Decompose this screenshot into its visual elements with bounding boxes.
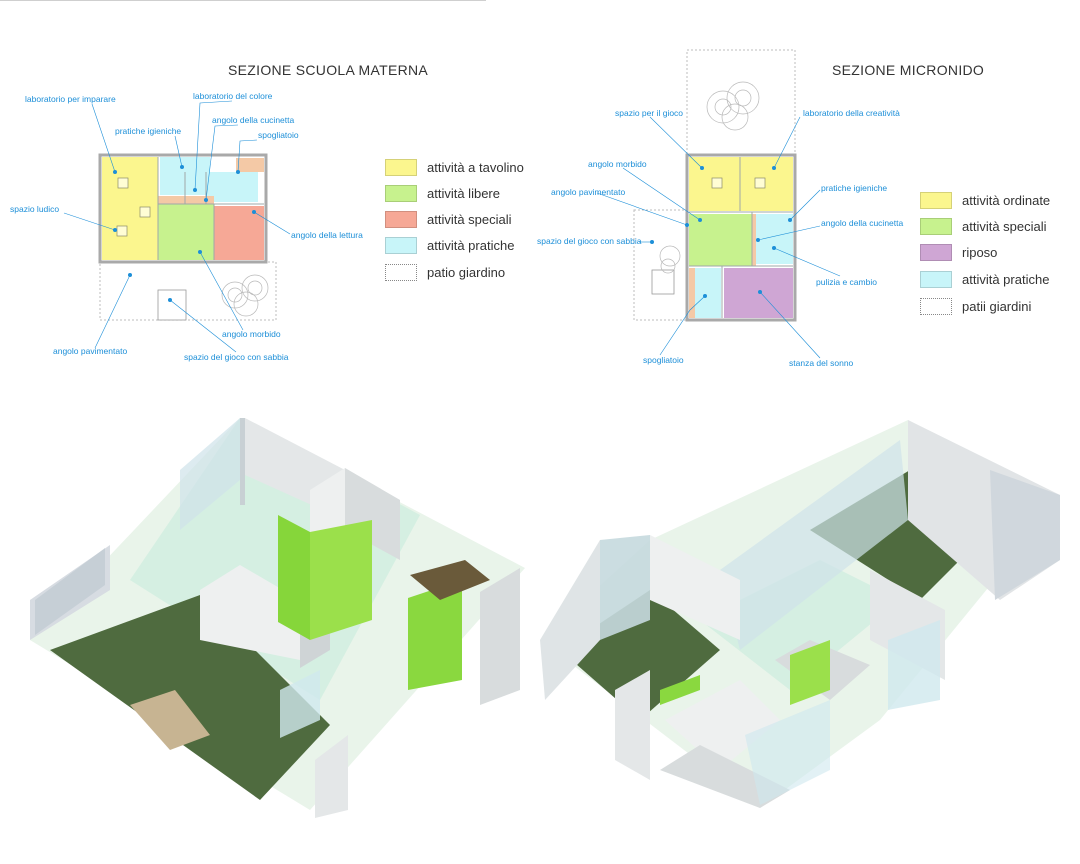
legend-swatch <box>920 217 952 235</box>
materna-tree-icon <box>221 274 269 317</box>
legend-swatch <box>920 243 952 261</box>
micronido-patio-left <box>633 209 688 321</box>
micronido-tree-icon-2 <box>659 245 681 274</box>
materna-patio <box>99 261 277 321</box>
ann-pratiche-igieniche: pratiche igieniche <box>821 183 888 193</box>
materna-sandbox <box>157 289 187 321</box>
ann-spogliatoio: spogliatoio <box>643 355 684 365</box>
ann-angolo-lettura: angolo della lettura <box>291 230 363 240</box>
legend-label: patio giardino <box>427 264 506 280</box>
legend-swatch <box>385 210 417 228</box>
micronido-patio-top <box>686 49 796 155</box>
ann-spazio-gioco-sabbia: spazio del gioco con sabbia <box>537 236 642 246</box>
micronido-legend-item: riposo <box>920 242 997 262</box>
legend-label: attività pratiche <box>427 237 515 253</box>
ann-laboratorio-colore: laboratorio del colore <box>193 91 273 101</box>
materna-title: SEZIONE SCUOLA MATERNA <box>228 62 429 78</box>
micronido-sandbox <box>651 269 675 295</box>
legend-swatch <box>385 236 417 254</box>
micronido-tree-icon <box>706 81 760 131</box>
legend-label: attività speciali <box>427 211 512 227</box>
materna-plan <box>98 153 277 321</box>
micronido-legend-item: patii giardini <box>920 296 1031 316</box>
legend-label: attività pratiche <box>962 271 1050 287</box>
legend-label: attività speciali <box>962 218 1047 234</box>
materna-legend-item: attività libere <box>385 183 500 203</box>
legend-swatch <box>920 191 952 209</box>
materna-legend-item: patio giardino <box>385 262 505 282</box>
ann-spazio-ludico: spazio ludico <box>10 204 60 214</box>
top-rule <box>0 0 486 1</box>
legend-swatch <box>920 270 952 288</box>
micronido-axonometric <box>540 420 1060 808</box>
ann-spogliatoio: spogliatoio <box>258 130 299 140</box>
legend-swatch <box>385 184 417 202</box>
zone-ordinate <box>689 157 793 211</box>
legend-label: patii giardini <box>962 298 1032 314</box>
leader-dots <box>113 165 792 302</box>
ann-pulizia-cambio: pulizia e cambio <box>816 277 877 287</box>
micronido-title: SEZIONE MICRONIDO <box>832 62 985 78</box>
legend-label: attività ordinate <box>962 192 1051 208</box>
zone-speciali <box>214 206 264 260</box>
ann-pratiche-igieniche: pratiche igieniche <box>115 126 182 136</box>
zone-strip <box>158 196 214 204</box>
leader-lines <box>63 100 841 359</box>
ann-angolo-morbido: angolo morbido <box>222 329 281 339</box>
ann-angolo-morbido: angolo morbido <box>588 159 647 169</box>
legend-swatch <box>385 263 417 281</box>
legend-swatch <box>385 158 417 176</box>
ann-laboratorio-imparare: laboratorio per imparare <box>25 94 116 104</box>
zone-spogliatoio-strip <box>236 158 264 172</box>
legend-label: attività a tavolino <box>427 159 524 175</box>
micronido-plan <box>633 49 797 322</box>
ann-angolo-pavimentato: angolo pavimentato <box>53 346 128 356</box>
ann-spazio-gioco: spazio per il gioco <box>615 108 684 118</box>
micronido-legend-item: attività ordinate <box>920 190 1050 210</box>
zone-cucinetta-strip <box>752 214 756 266</box>
materna-legend-item: attività a tavolino <box>385 157 524 177</box>
legend-label: attività libere <box>427 185 500 201</box>
zone-spogliatoio <box>695 268 721 318</box>
micronido-legend-item: attività pratiche <box>920 269 1049 289</box>
ann-angolo-cucinetta: angolo della cucinetta <box>821 218 904 228</box>
materna-legend-item: attività pratiche <box>385 235 514 255</box>
ann-stanza-sonno: stanza del sonno <box>789 358 854 368</box>
zone-speciali <box>689 214 752 266</box>
ann-angolo-cucinetta: angolo della cucinetta <box>212 115 295 125</box>
ann-laboratorio-creativita: laboratorio della creatività <box>803 108 900 118</box>
legend-swatch <box>920 297 952 315</box>
ann-spazio-gioco-sabbia: spazio del gioco con sabbia <box>184 352 289 362</box>
legend-label: riposo <box>962 244 998 260</box>
micronido-legend-item: attività speciali <box>920 216 1047 236</box>
materna-axonometric <box>30 418 525 818</box>
zone-libere <box>158 204 214 260</box>
zone-pratiche-b <box>206 172 258 202</box>
zone-spogliatoio-strip <box>689 268 695 318</box>
ann-angolo-pavimentato: angolo pavimentato <box>551 187 626 197</box>
materna-legend-item: attività speciali <box>385 209 512 229</box>
